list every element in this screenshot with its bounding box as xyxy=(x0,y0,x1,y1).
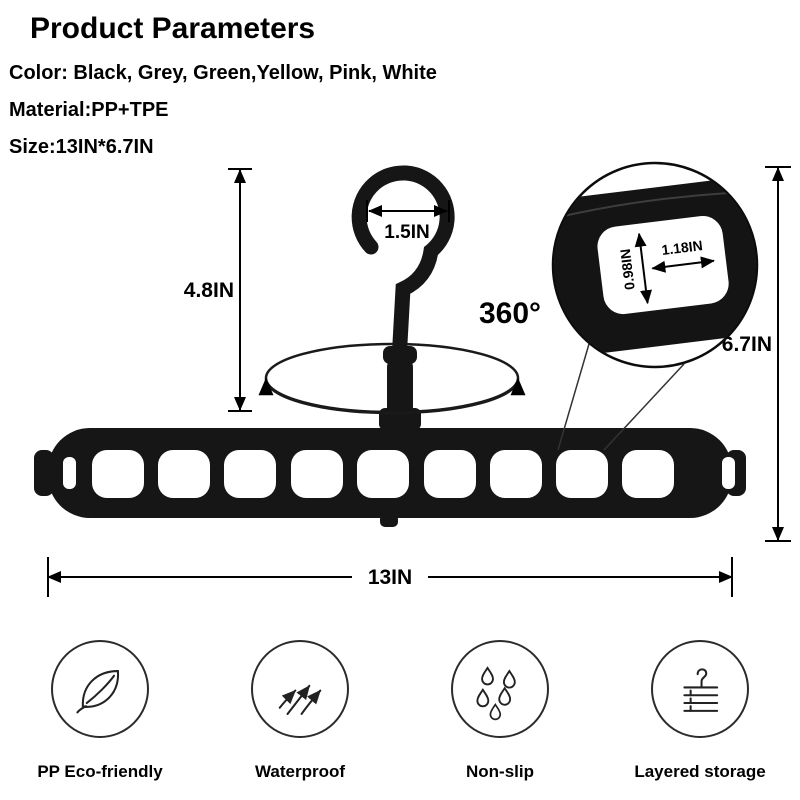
hanger-hole xyxy=(92,450,144,498)
hanger-hole xyxy=(490,450,542,498)
zoom-detail-circle: 1.18IN 0.98IN xyxy=(551,161,759,369)
magnifier-connector-lines xyxy=(557,343,685,451)
page-title: Product Parameters xyxy=(30,12,316,45)
spec-material: Material:PP+TPE xyxy=(9,99,169,121)
hook-width-label: 1.5IN xyxy=(384,222,429,243)
feature-waterproof: Waterproof xyxy=(200,640,400,782)
layered-hanger-icon xyxy=(651,640,749,738)
hanger-hole xyxy=(291,450,343,498)
hole-width-label: 1.18IN xyxy=(661,237,704,258)
dim-hook-height: 4.8IN xyxy=(184,168,252,412)
hook xyxy=(351,165,455,369)
hanger-hole xyxy=(556,450,608,498)
feature-label-nonslip: Non-slip xyxy=(466,762,534,781)
water-drops-icon xyxy=(451,640,549,738)
hanger-hole xyxy=(224,450,276,498)
spec-size: Size:13IN*6.7IN xyxy=(9,136,154,158)
bounce-arrows-icon xyxy=(251,640,349,738)
spec-color: Color: Black, Grey, Green,Yellow, Pink, … xyxy=(9,62,437,84)
hanger-hole xyxy=(158,450,210,498)
dim-total-width: 13IN xyxy=(47,557,733,597)
total-height-label: 6.7IN xyxy=(722,333,772,356)
total-width-label: 13IN xyxy=(368,566,412,589)
hook-height-label: 4.8IN xyxy=(184,279,234,302)
leaf-icon xyxy=(51,640,149,738)
spec-list: Color: Black, Grey, Green,Yellow, Pink, … xyxy=(0,46,800,159)
rotation-label: 360° xyxy=(479,297,541,330)
feature-row: PP Eco-friendly Waterproof xyxy=(0,640,800,782)
swivel-joint xyxy=(379,346,421,430)
feature-label-layered: Layered storage xyxy=(634,762,766,781)
feature-label-eco: PP Eco-friendly xyxy=(37,762,163,781)
dim-total-height: 6.7IN xyxy=(722,166,791,542)
hanger-hole xyxy=(424,450,476,498)
feature-nonslip: Non-slip xyxy=(400,640,600,782)
rotation-arrow-arc xyxy=(258,377,526,415)
header: Product Parameters xyxy=(0,0,800,46)
hanger-hole xyxy=(622,450,674,498)
feature-eco: PP Eco-friendly xyxy=(0,640,200,782)
hole-height-label: 0.98IN xyxy=(617,248,638,291)
feature-label-waterproof: Waterproof xyxy=(254,762,346,781)
hanger-bar xyxy=(34,428,746,527)
feature-layered: Layered storage xyxy=(600,640,800,782)
dim-hook-width: 1.5IN xyxy=(366,200,450,243)
hanger-hole xyxy=(357,450,409,498)
hanger-dimension-diagram: 4.8IN 1.5IN 360° 6.7IN 13IN xyxy=(34,161,791,597)
